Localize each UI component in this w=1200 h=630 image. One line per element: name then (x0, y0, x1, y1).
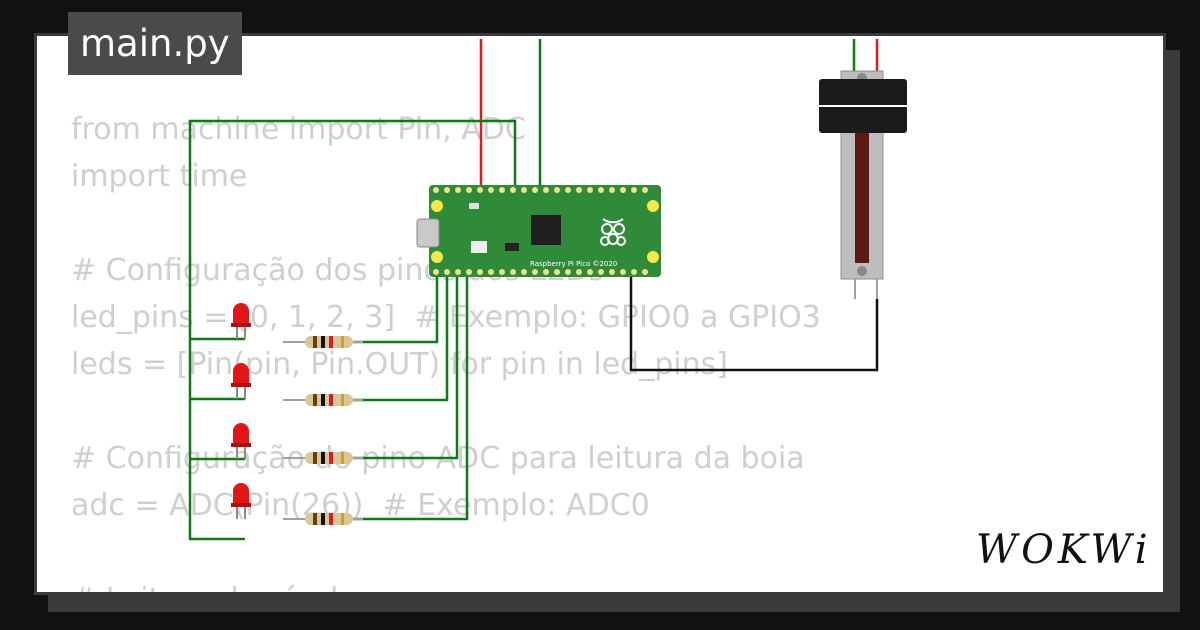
mounting-hole (431, 200, 443, 212)
onboard-led (469, 203, 479, 209)
resistor-4[interactable] (283, 513, 363, 525)
raspberry-logo-icon (600, 218, 626, 246)
led-2[interactable] (231, 363, 251, 399)
raspberry-pi-pico[interactable]: Raspberry Pi Pico ©2020 (416, 185, 661, 277)
wires (188, 39, 879, 541)
led-4[interactable] (231, 483, 251, 519)
mounting-hole (647, 251, 659, 263)
pico-top-pins (433, 187, 648, 193)
circuit-diagram: Raspberry Pi Pico ©2020 (188, 39, 907, 541)
code-line: # Leitura do nível (71, 576, 821, 592)
pico-bottom-pins (433, 269, 648, 275)
wire-green-gpio3[interactable] (353, 265, 469, 521)
flash-chip (505, 243, 519, 251)
mounting-hole (647, 200, 659, 212)
code-line: led_pins = [0, 1, 2, 3] # Exemplo: GPIO0… (71, 300, 821, 335)
slide-potentiometer[interactable] (819, 70, 907, 299)
wokwi-logo-text: WOKWi (976, 527, 1152, 573)
resistor-2[interactable] (283, 394, 363, 406)
pot-track (855, 131, 869, 263)
pot-screw (857, 266, 867, 276)
code-line: adc = ADC(Pin(26)) # Exemplo: ADC0 (71, 488, 650, 523)
resistor-1[interactable] (283, 336, 363, 348)
board-name: Raspberry Pi Pico ©2020 (530, 260, 617, 268)
wire-green-gpio1[interactable] (353, 265, 449, 402)
bootsel-button[interactable] (471, 241, 487, 253)
code-line: leds = [Pin(pin, Pin.OUT) for pin in led… (71, 347, 728, 382)
wire-green-gpio0[interactable] (353, 265, 439, 344)
led-1[interactable] (231, 303, 251, 339)
usb-port (416, 218, 440, 248)
wokwi-logo: WOKWi (976, 522, 1151, 578)
led-3[interactable] (231, 423, 251, 459)
file-tab-main-py[interactable]: main.py (68, 12, 242, 75)
wire-green-led-bus[interactable] (188, 119, 517, 541)
wire-green-gpio2[interactable] (353, 265, 459, 460)
rp2040-chip (531, 215, 561, 245)
wire-black-adc[interactable] (629, 265, 879, 372)
code-line: # Configuração dos pinos dos LEDs (71, 253, 604, 288)
resistor-3[interactable] (283, 452, 363, 464)
mounting-hole (431, 251, 443, 263)
